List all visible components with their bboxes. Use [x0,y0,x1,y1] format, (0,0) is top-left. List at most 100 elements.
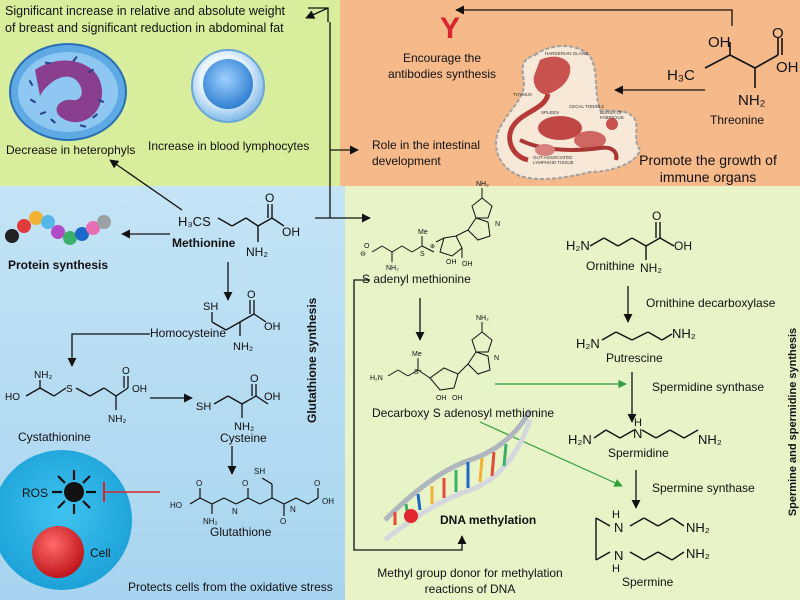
threonine-structure [704,38,783,88]
spermine-spermidine-synthesis-label: Spermine and spermidine synthesis [787,327,799,517]
spermidine-label: Spermidine [608,446,669,460]
svg-text:SH: SH [254,467,265,476]
svg-text:O: O [772,25,784,42]
svg-text:O: O [247,289,256,301]
svg-text:N: N [290,505,296,514]
spermidine-structure [593,429,699,439]
svg-text:S: S [66,384,73,395]
svg-text:NH₂: NH₂ [686,520,710,535]
antibody-icon: Y [440,12,461,45]
headline-line1: Significant increase in relative and abs… [5,4,286,18]
svg-text:GUT-ASSOCIATED: GUT-ASSOCIATED [533,155,573,160]
svg-text:OH: OH [132,384,147,395]
svg-text:NH₂: NH₂ [686,546,710,561]
svg-text:NH₂: NH₂ [476,181,489,188]
svg-text:OH: OH [264,321,281,333]
svg-text:SH: SH [203,301,218,313]
ornithine-structure [589,222,675,260]
svg-text:NH₂: NH₂ [386,265,399,272]
homocysteine-label: Homocysteine [150,326,227,340]
glutathione-label: Glutathione [210,525,272,539]
svg-text:Me: Me [418,229,428,236]
svg-text:OH: OH [282,225,300,239]
svg-text:NH₂: NH₂ [246,245,268,259]
cell-illustration [0,450,132,590]
svg-text:NH₂: NH₂ [640,261,662,275]
svg-text:O: O [250,373,259,385]
svg-text:HARDERIAN GLAND: HARDERIAN GLAND [545,51,589,56]
svg-text:NH₂: NH₂ [698,432,722,447]
svg-text:SH: SH [196,401,211,413]
svg-text:H₂N: H₂N [370,375,383,382]
svg-text:O: O [196,479,202,488]
spermine-structure [595,517,685,561]
svg-text:H₂N: H₂N [566,238,590,253]
svg-text:NH₂: NH₂ [738,92,766,109]
svg-text:Me: Me [412,351,422,358]
svg-text:N: N [495,221,500,228]
svg-text:OH: OH [708,34,731,51]
intestinal-line1: Role in the intestinal [372,138,481,152]
dna-helix-illustration [383,408,533,542]
ros-label: ROS [22,486,49,500]
s-adenyl-label: S adenyl methionine [362,272,471,286]
svg-text:N: N [614,520,623,535]
spermine-synthase-label: Spermine synthase [652,481,755,495]
ornithine-decarboxylase-label: Ornithine decarboxylase [646,296,776,310]
svg-text:FABRICIUS: FABRICIUS [600,115,624,120]
svg-text:H: H [612,563,620,575]
putrescine-structure [601,331,673,341]
svg-text:O: O [265,191,274,205]
methionine-label: Methionine [172,236,236,250]
svg-text:NH₂: NH₂ [672,326,696,341]
svg-text:NH₂: NH₂ [233,341,253,353]
immune-line2: immune organs [659,169,757,185]
svg-text:CECAL TONSILS: CECAL TONSILS [569,104,604,109]
svg-text:NH₂: NH₂ [203,517,218,526]
panel-right [345,186,800,600]
spermidine-synthase-label: Spermidine synthase [652,380,765,394]
ornithine-label: Ornithine [586,259,635,273]
svg-text:⊖: ⊖ [360,251,366,258]
svg-text:⊕: ⊕ [430,244,435,250]
methyl-donor-line2: reactions of DNA [424,582,516,596]
svg-text:NH₂: NH₂ [34,370,52,381]
antibodies-line1: Encourage the [402,51,482,65]
antibodies-line2: antibodies synthesis [387,67,497,81]
protein-synthesis-label: Protein synthesis [8,258,109,272]
svg-text:OH: OH [446,259,457,266]
svg-text:H₂N: H₂N [568,432,592,447]
svg-text:BURSA OF: BURSA OF [600,110,623,115]
svg-text:H: H [634,417,642,429]
svg-text:THYMUS: THYMUS [513,92,532,97]
svg-text:SPLEEN: SPLEEN [541,110,559,115]
svg-text:H₃C: H₃C [667,67,695,84]
spermine-label: Spermine [622,575,674,589]
arrow-to-heterophyls [109,159,183,211]
threonine-label: Threonine [710,113,765,127]
glutathione-synthesis-label: Glutathione synthesis [305,297,319,423]
svg-text:N: N [633,426,642,441]
chicken-immune-organs-illustration: HARDERIAN GLAND THYMUS SPLEEN CECAL TONS… [495,44,642,180]
heterophyls-label: Decrease in heterophyls [6,143,136,157]
cell-label: Cell [90,546,111,560]
lymphocyte-cell-illustration [191,49,265,123]
svg-text:H: H [612,509,620,521]
svg-text:NH₂: NH₂ [476,315,489,322]
putrescine-label: Putrescine [606,351,663,365]
decarboxy-label: Decarboxy S adenosyl methionine [372,406,555,420]
headline-line2: of breast and significant reduction in a… [5,21,284,35]
svg-text:OH: OH [776,59,799,76]
svg-text:N: N [494,355,499,362]
svg-text:S⁺: S⁺ [414,369,423,376]
heterophil-cell-illustration [9,43,127,141]
svg-text:OH: OH [674,239,692,253]
dna-methylation-label: DNA methylation [440,513,537,527]
svg-text:O: O [652,209,661,223]
cystathionine-label: Cystathionine [18,430,91,444]
methyl-donor-line1: Methyl group donor for methylation [377,566,563,580]
svg-text:HO: HO [170,501,182,510]
svg-text:O: O [122,366,130,377]
